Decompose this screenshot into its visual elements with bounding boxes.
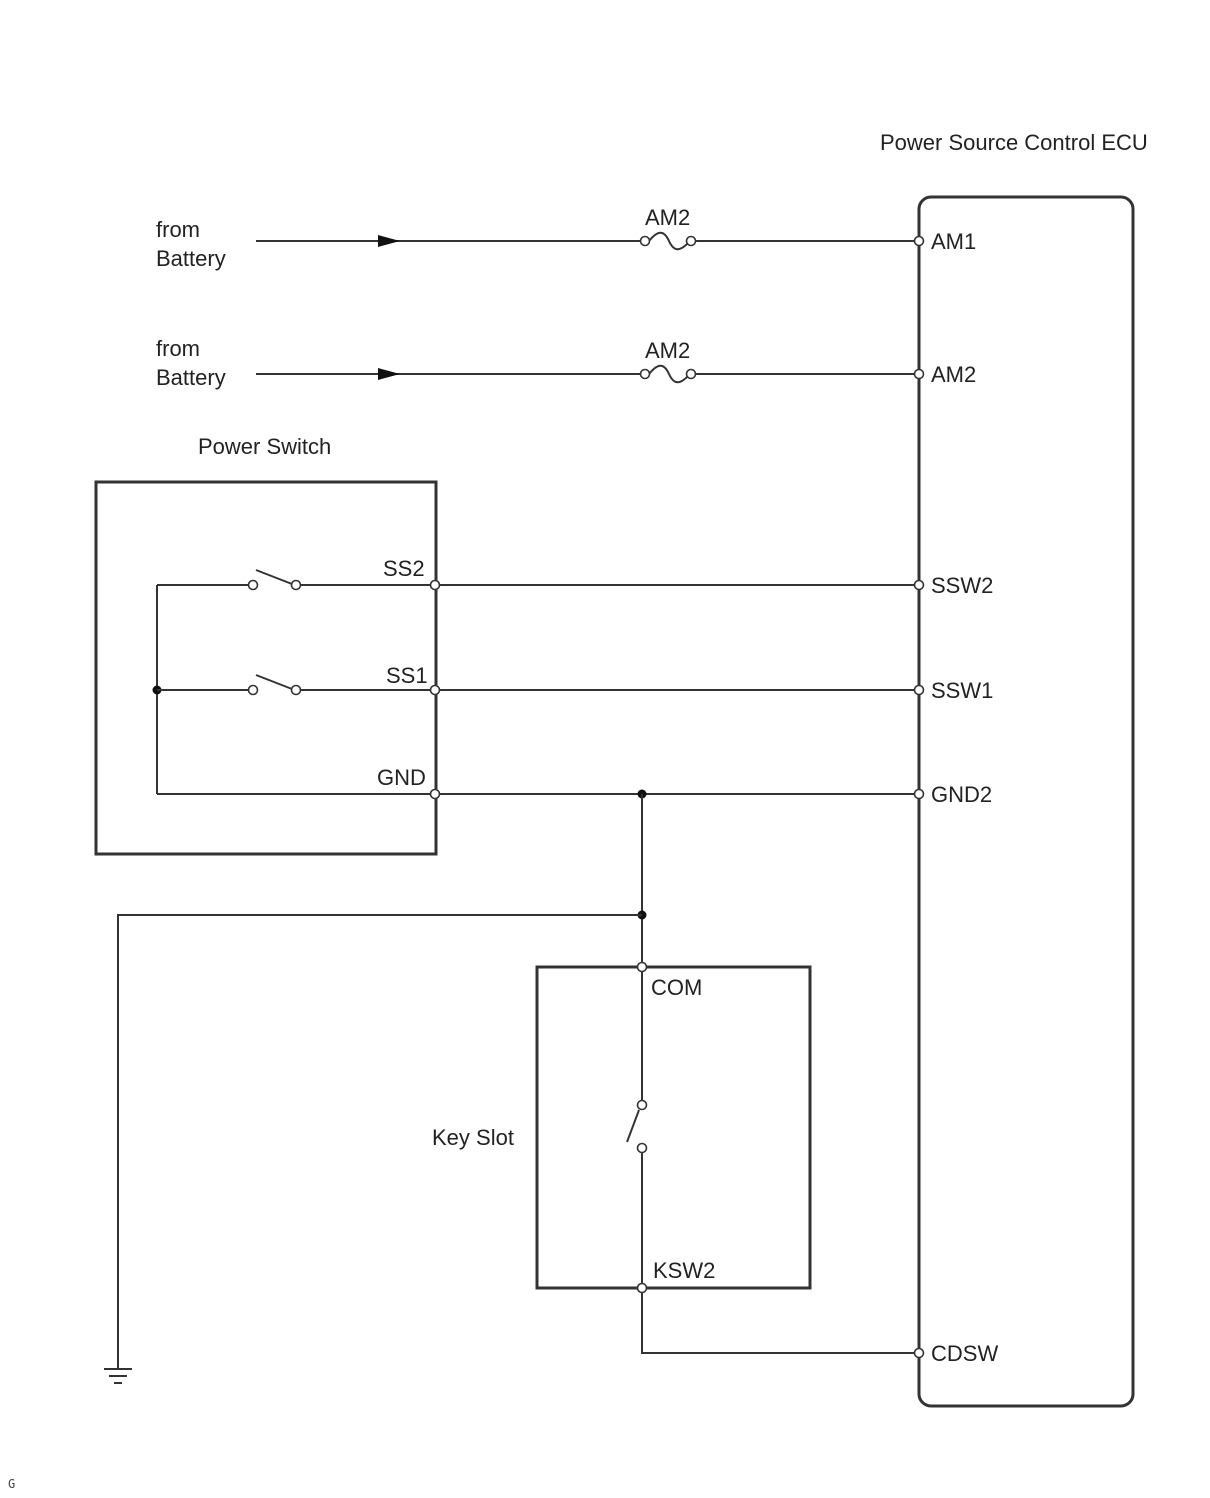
source-1-from-label: from bbox=[156, 217, 200, 242]
pin-gnd2-label: GND2 bbox=[931, 782, 992, 807]
key-slot-block bbox=[535, 965, 812, 1290]
source-1-battery-label: Battery bbox=[156, 246, 226, 271]
cdsw-terminal bbox=[913, 1347, 925, 1359]
fuse-2-label: AM2 bbox=[645, 338, 690, 363]
ecu-block bbox=[917, 195, 1135, 1408]
ssw1-terminal bbox=[913, 684, 925, 696]
ecu-title: Power Source Control ECU bbox=[880, 130, 1148, 155]
corner-mark: G bbox=[8, 1477, 15, 1491]
pin-cdsw-label: CDSW bbox=[931, 1341, 998, 1366]
fuse-1-label: AM2 bbox=[645, 205, 690, 230]
pin-gnd-label: GND bbox=[377, 765, 426, 790]
cdsw-wire bbox=[641, 1292, 919, 1354]
gnd-terminal bbox=[429, 788, 441, 800]
switch-icon bbox=[626, 1099, 648, 1154]
pin-am1-label: AM1 bbox=[931, 229, 976, 254]
ksw2-terminal bbox=[636, 1282, 648, 1294]
source-2-battery-label: Battery bbox=[156, 365, 226, 390]
fuse-icon bbox=[639, 364, 697, 384]
source-2-from-label: from bbox=[156, 336, 200, 361]
com-terminal bbox=[636, 961, 648, 973]
pin-ksw2-label: KSW2 bbox=[653, 1258, 715, 1283]
arrow-icon bbox=[378, 235, 400, 247]
ssw2-terminal bbox=[913, 579, 925, 591]
switch-icon bbox=[247, 674, 302, 696]
key-slot-title: Key Slot bbox=[432, 1125, 514, 1150]
pin-ss1-label: SS1 bbox=[386, 663, 428, 688]
pin-am2-label: AM2 bbox=[931, 362, 976, 387]
pin-ssw1-label: SSW1 bbox=[931, 678, 993, 703]
am2-terminal bbox=[913, 368, 925, 380]
fuse-icon bbox=[639, 231, 697, 251]
power-switch-title: Power Switch bbox=[198, 434, 331, 459]
gnd2-terminal bbox=[913, 788, 925, 800]
switch-icon bbox=[247, 569, 302, 591]
ground-wire bbox=[117, 914, 642, 1368]
am1-terminal bbox=[913, 235, 925, 247]
power-switch-block bbox=[94, 480, 438, 856]
pin-com-label: COM bbox=[651, 975, 702, 1000]
pin-ss2-label: SS2 bbox=[383, 556, 425, 581]
ss1-terminal bbox=[429, 684, 441, 696]
ground-icon bbox=[104, 1368, 132, 1384]
pin-ssw2-label: SSW2 bbox=[931, 573, 993, 598]
arrow-icon bbox=[378, 368, 400, 380]
ss2-terminal bbox=[429, 579, 441, 591]
